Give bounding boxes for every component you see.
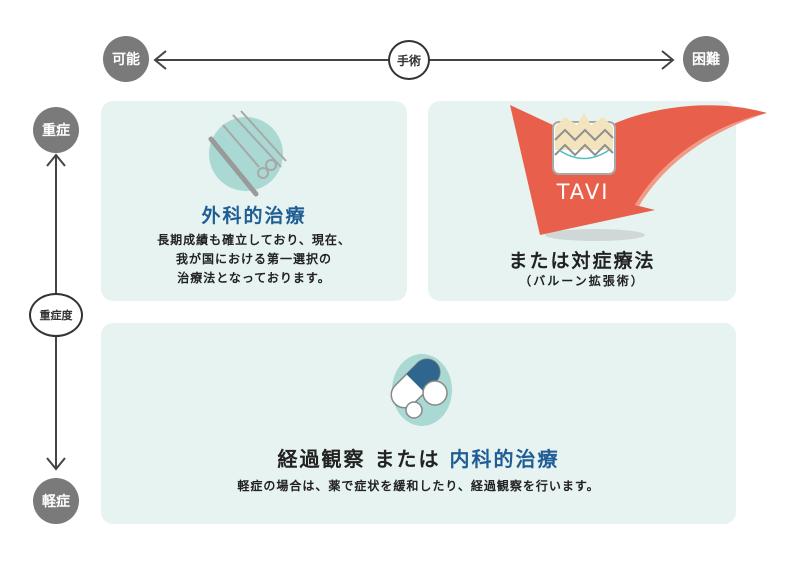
surgery-description-line-1: 長期成績も確立しており、現在、	[157, 233, 351, 247]
tavi-subtitle: （バルーン拡張術）	[519, 274, 645, 288]
axis-label-surgery: 手術	[388, 40, 430, 80]
axis-label-severity: 重症度	[29, 293, 83, 337]
heart-valve-stent-icon	[552, 113, 616, 175]
panel-surgical-treatment: 外科的治療 長期成績も確立しており、現在、 我が国における第一選択の 治療法とな…	[101, 101, 407, 301]
surgery-title: 外科的治療	[201, 205, 307, 227]
medical-description: 軽症の場合は、薬で症状を緩和したり、経過観察を行います。	[237, 479, 600, 493]
medical-title-internal: 内科的治療	[449, 447, 560, 471]
axis-bottom-end-badge: 軽症	[33, 478, 79, 524]
tavi-flag-icon: TAVI	[510, 105, 767, 241]
tavi-title: または対症療法	[508, 250, 656, 272]
medical-title-observation: 経過観察 または	[277, 447, 441, 471]
axis-right-end-badge: 困難	[683, 36, 729, 82]
axis-top-end-badge: 重症	[33, 107, 79, 153]
panel-medical-treatment: 経過観察 または 内科的治療 軽症の場合は、薬で症状を緩和したり、経過観察を行い…	[101, 323, 736, 524]
tavi-flag-label: TAVI	[556, 180, 610, 204]
surgical-instruments-icon	[208, 110, 287, 197]
surgery-description: 長期成績も確立しており、現在、 我が国における第一選択の 治療法となっております…	[101, 231, 407, 288]
surgery-description-line-3: 治療法となっております。	[177, 271, 331, 285]
axis-left-end-badge: 可能	[103, 36, 149, 82]
pills-capsule-icon	[390, 354, 452, 426]
surgery-description-line-2: 我が国における第一選択の	[175, 252, 332, 266]
medical-title: 経過観察 または 内科的治療	[101, 443, 736, 472]
